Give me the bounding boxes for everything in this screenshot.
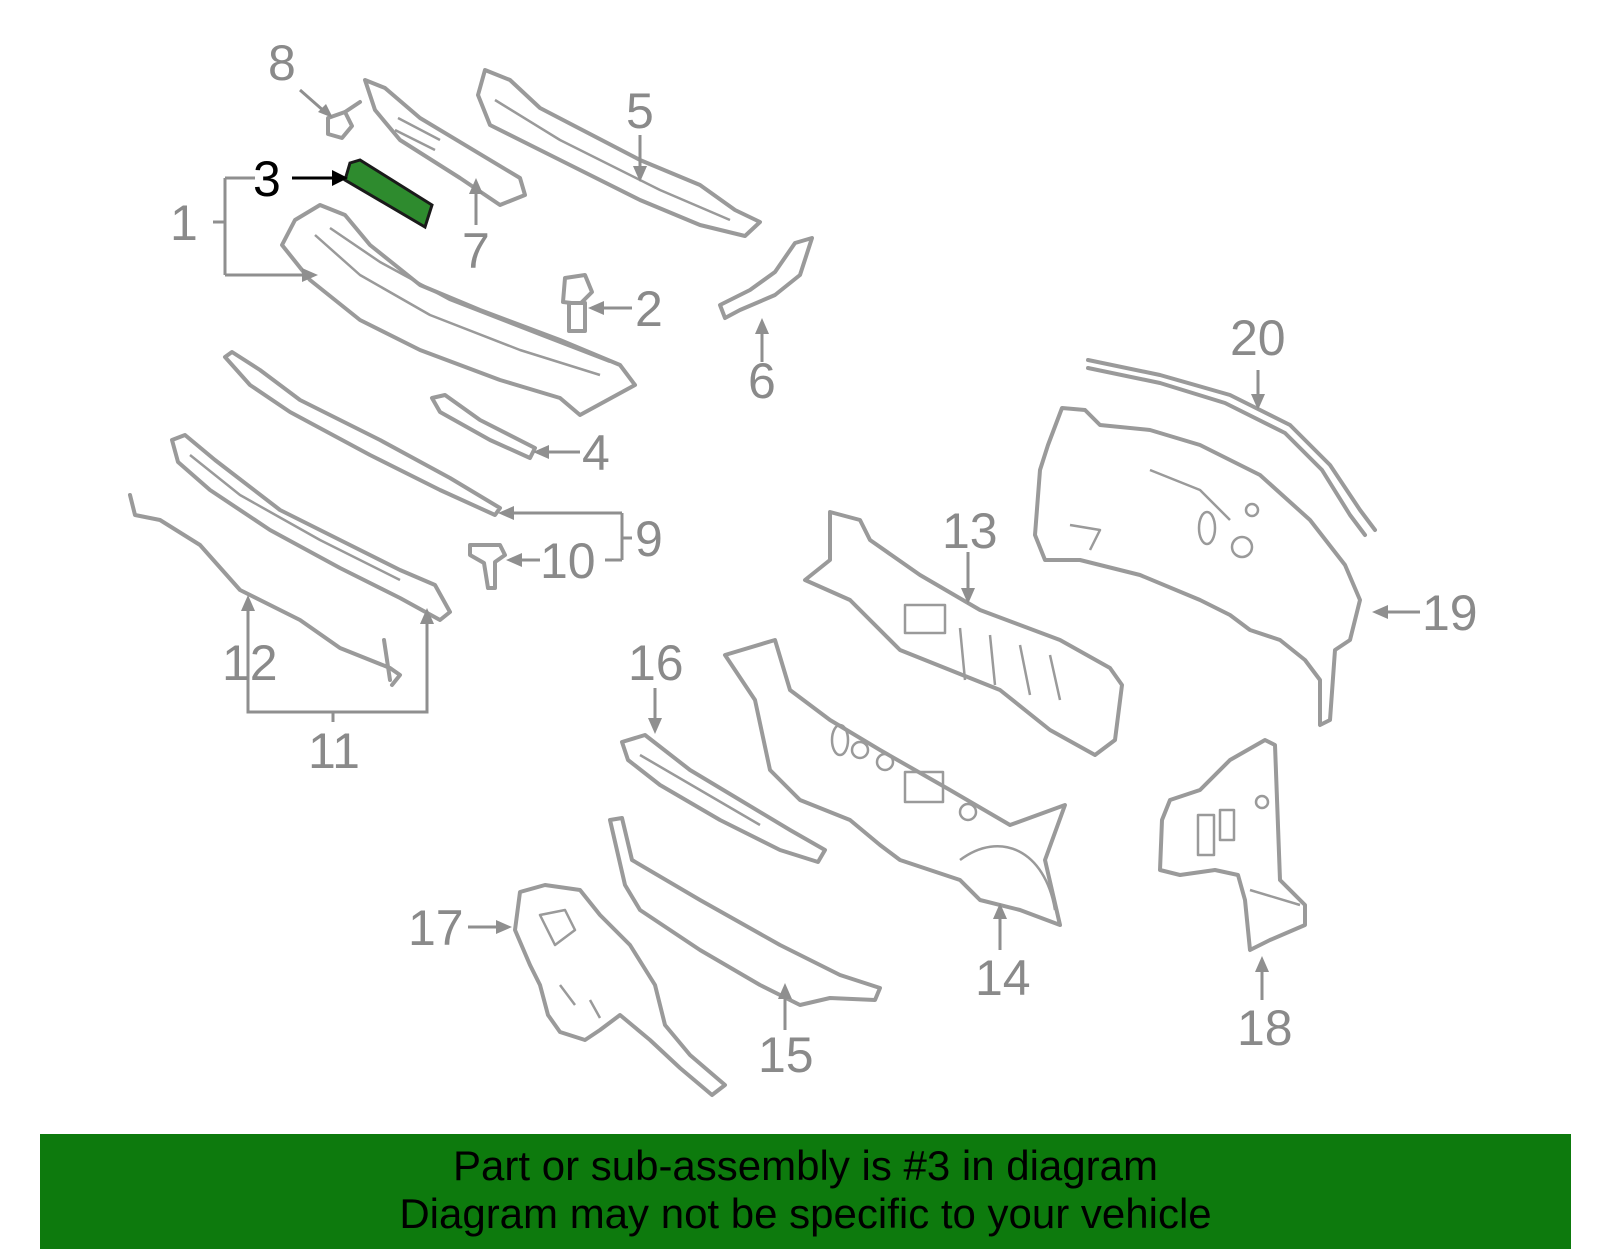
part-20-seal — [1086, 358, 1377, 537]
callout-14: 14 — [975, 950, 1031, 1006]
part-18-pillar — [1158, 738, 1307, 952]
callout-6: 6 — [748, 353, 776, 409]
part-15-crossmember — [608, 816, 882, 1007]
leader-1 — [213, 176, 305, 277]
part-5-bracket — [476, 68, 762, 238]
info-banner: Part or sub-assembly is #3 in diagram Di… — [40, 1134, 1571, 1249]
callout-8: 8 — [268, 35, 296, 91]
leader-8 — [299, 88, 326, 114]
leader-9 — [510, 511, 632, 562]
callout-1: 1 — [170, 195, 198, 251]
leader-11 — [246, 605, 429, 722]
part-8-bolt — [326, 100, 362, 140]
part-17-bracket — [513, 883, 727, 1097]
banner-line-1: Part or sub-assembly is #3 in diagram — [453, 1142, 1158, 1189]
callout-labels: 1 2 3 4 5 6 7 8 9 10 11 12 13 14 15 16 1… — [170, 35, 1478, 1083]
part-13-dash-panel — [803, 510, 1124, 757]
callout-5: 5 — [626, 83, 654, 139]
part-2-bolt — [561, 273, 594, 333]
callout-2: 2 — [635, 281, 663, 337]
callout-3: 3 — [253, 151, 281, 207]
callout-4: 4 — [582, 425, 610, 481]
part-11-panel — [170, 433, 452, 622]
leader-lines — [213, 88, 1420, 1030]
part-1-cowl-panel — [280, 203, 637, 417]
callout-18: 18 — [1237, 1000, 1293, 1056]
part-6-bracket — [718, 236, 814, 320]
banner-line-2: Diagram may not be specific to your vehi… — [399, 1190, 1212, 1237]
part-7-seal — [363, 78, 527, 207]
callout-12: 12 — [222, 635, 278, 691]
callout-13: 13 — [942, 503, 998, 559]
part-19-insulator — [1033, 406, 1362, 727]
part-12-rod — [128, 493, 402, 687]
callout-11: 11 — [308, 723, 360, 779]
callout-7: 7 — [462, 223, 490, 279]
part-10-clip — [468, 543, 507, 590]
part-9-seal — [223, 350, 502, 517]
callout-10: 10 — [540, 533, 596, 589]
callout-9: 9 — [635, 511, 663, 567]
callout-16: 16 — [628, 635, 684, 691]
part-3-highlighted — [343, 158, 434, 230]
callout-19: 19 — [1422, 585, 1478, 641]
callout-17: 17 — [408, 900, 464, 956]
part-4-strip — [430, 393, 537, 460]
callout-20: 20 — [1230, 310, 1286, 366]
part-16-strip — [620, 733, 827, 864]
part-14-dash-panel — [723, 638, 1067, 927]
callout-15: 15 — [758, 1027, 814, 1083]
